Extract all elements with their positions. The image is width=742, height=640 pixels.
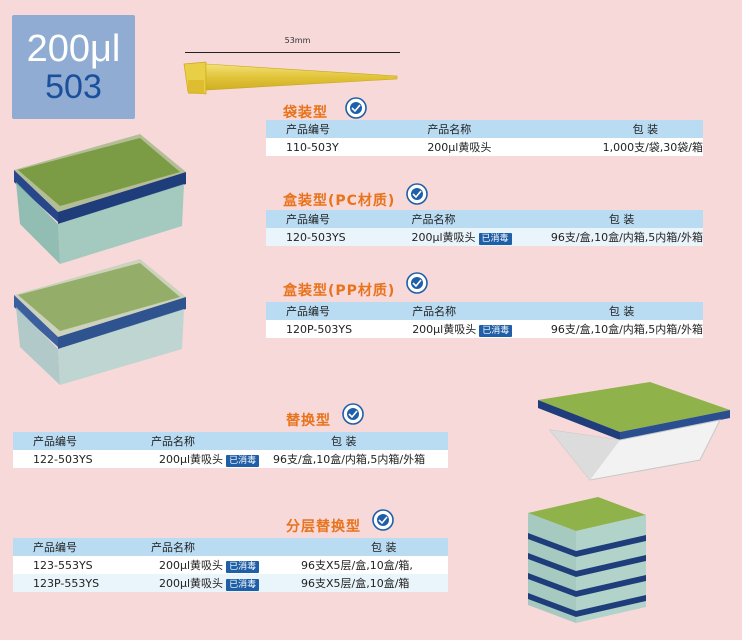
col-header-name: 产品名称 xyxy=(143,538,271,556)
col-header-name: 产品名称 xyxy=(143,432,271,450)
product-name: 200μl黄吸头 xyxy=(419,138,573,156)
product-name: 200μl黄吸头 xyxy=(159,559,224,572)
section-title-layered-refill: 分层替换型 xyxy=(286,519,361,535)
col-header-name: 产品名称 xyxy=(419,120,573,138)
sterile-badge: 已消毒 xyxy=(226,455,260,467)
col-header-code: 产品编号 xyxy=(266,120,420,138)
col-header-name: 产品名称 xyxy=(403,210,549,228)
col-header-code: 产品编号 xyxy=(266,210,404,228)
product-code: 122-503YS xyxy=(13,450,143,468)
product-code: 120-503YS xyxy=(266,228,404,246)
pipette-tip-image xyxy=(183,61,398,95)
product-code: 120P-503YS xyxy=(266,320,405,338)
volume-label: 200μl xyxy=(26,28,121,70)
packaging: 96支/盒,10盒/内箱,5内箱/外箱 xyxy=(271,450,448,468)
section-title-refill: 替换型 xyxy=(286,413,331,429)
refill-rack-photo xyxy=(538,382,730,481)
pc-box-photo xyxy=(14,134,186,264)
model-number: 503 xyxy=(45,68,102,106)
col-header-code: 产品编号 xyxy=(13,538,143,556)
col-header-code: 产品编号 xyxy=(266,302,405,320)
certification-seal-icon xyxy=(345,97,367,119)
table-row: 110-503Y 200μl黄吸头 1,000支/袋,30袋/箱 xyxy=(266,138,703,156)
product-name-cell: 200μl黄吸头已消毒 xyxy=(404,320,549,338)
product-code: 110-503Y xyxy=(266,138,420,156)
certification-seal-icon xyxy=(342,403,364,425)
table-row: 120-503YS 200μl黄吸头已消毒 96支/盒,10盒/内箱,5内箱/外… xyxy=(266,228,703,246)
col-header-pack: 包 装 xyxy=(572,120,703,138)
product-code: 123-553YS xyxy=(13,556,143,574)
packaging: 96支X5层/盒,10盒/箱 xyxy=(271,574,448,592)
spec-table-box-pc: 产品编号 产品名称 包 装 120-503YS 200μl黄吸头已消毒 96支/… xyxy=(266,210,703,246)
spec-table-bag: 产品编号 产品名称 包 装 110-503Y 200μl黄吸头 1,000支/袋… xyxy=(266,120,703,156)
sterile-badge: 已消毒 xyxy=(226,561,260,573)
certification-seal-icon xyxy=(406,183,428,205)
measure-label: 53mm xyxy=(284,36,311,45)
sterile-badge: 已消毒 xyxy=(478,233,512,245)
packaging: 1,000支/袋,30袋/箱 xyxy=(572,138,703,156)
col-header-pack: 包 装 xyxy=(271,538,448,556)
product-name: 200μl黄吸头 xyxy=(159,453,224,466)
product-badge: 200μl 503 xyxy=(12,15,135,119)
product-name-cell: 200μl黄吸头已消毒 xyxy=(143,450,271,468)
product-name-cell: 200μl黄吸头已消毒 xyxy=(143,574,271,592)
stacked-refill-photo xyxy=(528,497,646,623)
col-header-pack: 包 装 xyxy=(548,210,703,228)
certification-seal-icon xyxy=(406,272,428,294)
product-name: 200μl黄吸头 xyxy=(411,231,476,244)
col-header-name: 产品名称 xyxy=(404,302,549,320)
col-header-pack: 包 装 xyxy=(548,302,703,320)
product-name: 200μl黄吸头 xyxy=(159,577,224,590)
sterile-badge: 已消毒 xyxy=(479,325,513,337)
packaging: 96支/盒,10盒/内箱,5内箱/外箱 xyxy=(548,228,703,246)
spec-table-box-pp: 产品编号 产品名称 包 装 120P-503YS 200μl黄吸头已消毒 96支… xyxy=(266,302,703,338)
spec-table-layered-refill: 产品编号 产品名称 包 装 123-553YS 200μl黄吸头已消毒 96支X… xyxy=(13,538,448,592)
spec-table-refill: 产品编号 产品名称 包 装 122-503YS 200μl黄吸头已消毒 96支/… xyxy=(13,432,448,468)
section-title-bag: 袋装型 xyxy=(283,105,328,121)
table-row: 122-503YS 200μl黄吸头已消毒 96支/盒,10盒/内箱,5内箱/外… xyxy=(13,450,448,468)
table-row: 123P-553YS 200μl黄吸头已消毒 96支X5层/盒,10盒/箱 xyxy=(13,574,448,592)
product-name-cell: 200μl黄吸头已消毒 xyxy=(143,556,271,574)
measure-line xyxy=(185,52,400,53)
packaging: 96支/盒,10盒/内箱,5内箱/外箱 xyxy=(548,320,703,338)
product-code: 123P-553YS xyxy=(13,574,143,592)
col-header-pack: 包 装 xyxy=(271,432,448,450)
certification-seal-icon xyxy=(372,509,394,531)
sterile-badge: 已消毒 xyxy=(226,579,260,591)
section-title-box-pp: 盒装型(PP材质) xyxy=(283,283,396,299)
table-row: 120P-503YS 200μl黄吸头已消毒 96支/盒,10盒/内箱,5内箱/… xyxy=(266,320,703,338)
section-title-box-pc: 盒装型(PC材质) xyxy=(283,193,396,209)
table-row: 123-553YS 200μl黄吸头已消毒 96支X5层/盒,10盒/箱, xyxy=(13,556,448,574)
col-header-code: 产品编号 xyxy=(13,432,143,450)
product-name: 200μl黄吸头 xyxy=(412,323,477,336)
length-measure: 53mm xyxy=(185,36,400,53)
pp-box-photo xyxy=(14,259,186,385)
product-name-cell: 200μl黄吸头已消毒 xyxy=(403,228,549,246)
packaging: 96支X5层/盒,10盒/箱, xyxy=(271,556,448,574)
